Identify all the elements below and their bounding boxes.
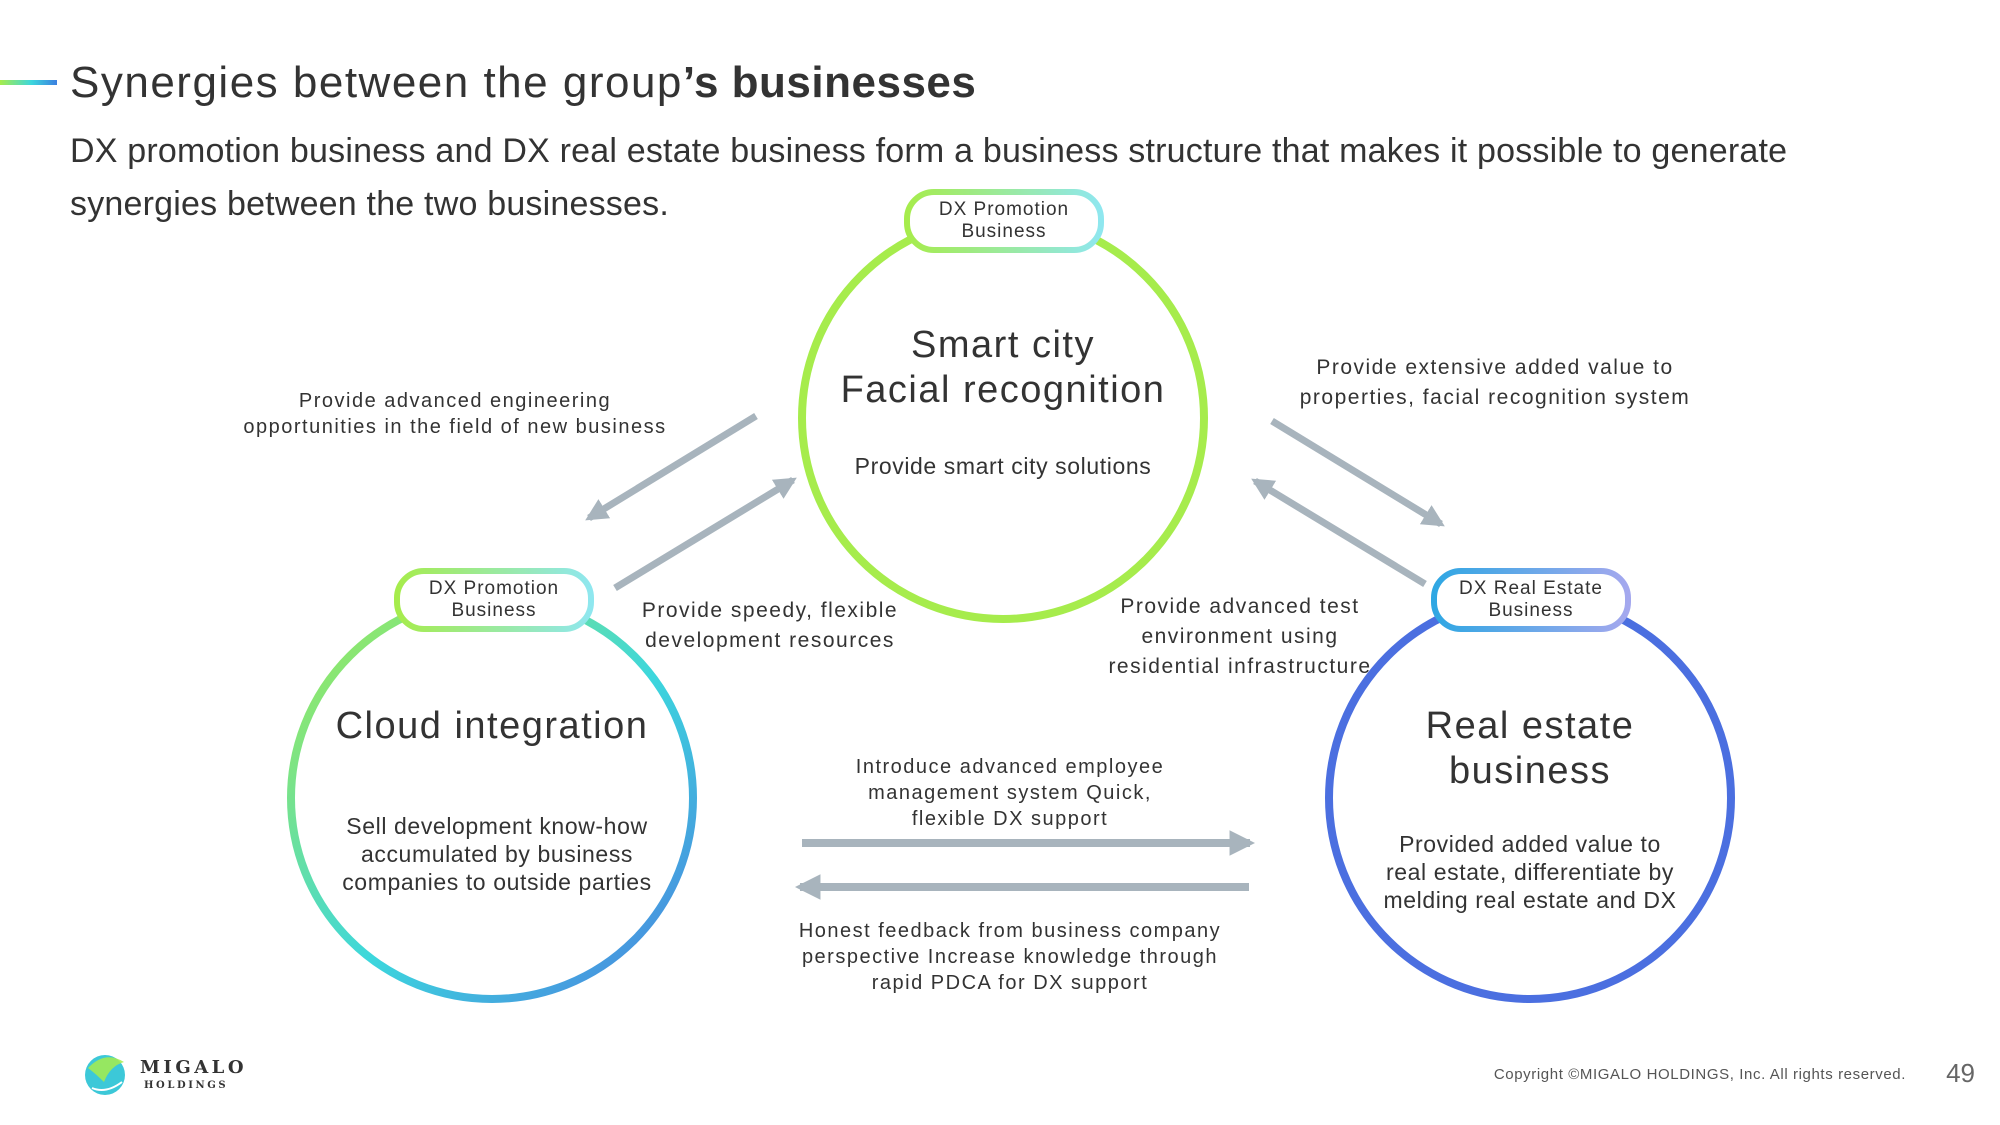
- flow-right-left-line-1: Honest feedback from business company: [798, 920, 1222, 942]
- left-body-line-1: Sell development know-how: [346, 813, 648, 839]
- flow-left-right-line-1: Introduce advanced employee: [855, 756, 1165, 778]
- left-heading-line-1: Cloud integration: [335, 705, 649, 747]
- right-heading-line-1: Real estate: [1425, 705, 1635, 747]
- right-node-body: Provided added value to real estate, dif…: [1330, 830, 1730, 914]
- flow-left-right-line-2: management system Quick,: [868, 782, 1152, 804]
- left-node-body: Sell development know-how accumulated by…: [292, 812, 702, 896]
- flow-left-top-line-2: development resources: [645, 629, 895, 652]
- flow-label-top-to-left: Provide advanced engineering opportuniti…: [200, 388, 710, 440]
- arrow-top-to-left: [585, 413, 758, 521]
- pill-top-line-2: Business: [961, 221, 1047, 242]
- flow-right-top-line-1: Provide advanced test: [1120, 595, 1360, 618]
- circle-left: [287, 593, 697, 1003]
- flow-right-left-line-3: rapid PDCA for DX support: [871, 972, 1149, 994]
- flow-label-right-to-left: Honest feedback from business company pe…: [770, 918, 1250, 996]
- page-number: 49: [1946, 1058, 1975, 1088]
- top-node-body: Provide smart city solutions: [803, 452, 1203, 480]
- logo-subtext: HOLDINGS: [144, 1080, 229, 1091]
- pill-top-line-1: DX Promotion: [938, 199, 1070, 220]
- pill-right-line-2: Business: [1488, 600, 1574, 621]
- top-heading-line-1: Smart city: [911, 324, 1095, 366]
- arrow-top-to-right: [1270, 418, 1445, 527]
- left-body-line-2: accumulated by business: [360, 841, 634, 867]
- pill-right: [1431, 568, 1631, 632]
- right-node-heading: Real estate business: [1330, 704, 1730, 794]
- flow-label-left-to-top: Provide speedy, flexible development res…: [620, 596, 920, 656]
- top-node-heading: Smart city Facial recognition: [803, 323, 1203, 413]
- pill-left: [394, 568, 594, 632]
- title-light-text: Synergies between the group: [70, 58, 683, 107]
- flow-left-right-line-3: flexible DX support: [911, 808, 1109, 830]
- right-body-line-2: real estate, differentiate by: [1385, 859, 1675, 885]
- pill-right-line-1: DX Real Estate: [1459, 578, 1603, 599]
- flow-right-left-line-2: perspective Increase knowledge through: [801, 946, 1219, 968]
- flow-right-top-line-2: environment using: [1141, 625, 1339, 648]
- flow-right-top-line-3: residential infrastructure: [1108, 655, 1372, 678]
- pill-left-line-2: Business: [451, 600, 537, 621]
- page-subtitle: DX promotion business and DX real estate…: [70, 132, 1788, 223]
- flow-label-top-to-right: Provide extensive added value to propert…: [1280, 353, 1710, 413]
- right-body-line-3: melding real estate and DX: [1383, 887, 1677, 913]
- top-body-line-1: Provide smart city solutions: [854, 453, 1152, 479]
- left-node-heading: Cloud integration: [292, 704, 692, 749]
- flow-top-left-line-1: Provide advanced engineering: [298, 390, 612, 412]
- left-body-line-3: companies to outside parties: [342, 869, 652, 895]
- pill-left-label: DX Promotion Business: [397, 578, 591, 622]
- arrow-left-to-top: [613, 477, 797, 591]
- flow-label-left-to-right: Introduce advanced employee management s…: [810, 754, 1210, 832]
- arrow-right-to-top: [1251, 478, 1427, 587]
- pill-top: [904, 189, 1104, 253]
- pill-top-label: DX Promotion Business: [907, 199, 1101, 243]
- flow-top-left-line-2: opportunities in the field of new busine…: [243, 416, 667, 438]
- migalo-logo-icon: [85, 1055, 125, 1095]
- top-heading-line-2: Facial recognition: [840, 369, 1166, 411]
- right-heading-line-2: business: [1449, 750, 1611, 792]
- right-body-line-1: Provided added value to: [1399, 831, 1661, 857]
- flow-top-right-line-1: Provide extensive added value to: [1316, 356, 1674, 379]
- pill-left-line-1: DX Promotion: [428, 578, 560, 599]
- flow-top-right-line-2: properties, facial recognition system: [1299, 386, 1691, 409]
- pill-right-label: DX Real Estate Business: [1434, 578, 1628, 622]
- page-title: Synergies between the group’s businesses: [70, 58, 976, 108]
- copyright-notice: Copyright ©MIGALO HOLDINGS, Inc. All rig…: [1493, 1066, 1906, 1083]
- title-accent-bar: [0, 80, 57, 85]
- title-bold-text: ’s businesses: [682, 58, 977, 107]
- flow-label-right-to-top: Provide advanced test environment using …: [1090, 592, 1390, 682]
- flow-left-top-line-1: Provide speedy, flexible: [641, 599, 899, 622]
- logo-wordmark: MIGALO: [140, 1057, 248, 1078]
- circle-top: [798, 213, 1208, 623]
